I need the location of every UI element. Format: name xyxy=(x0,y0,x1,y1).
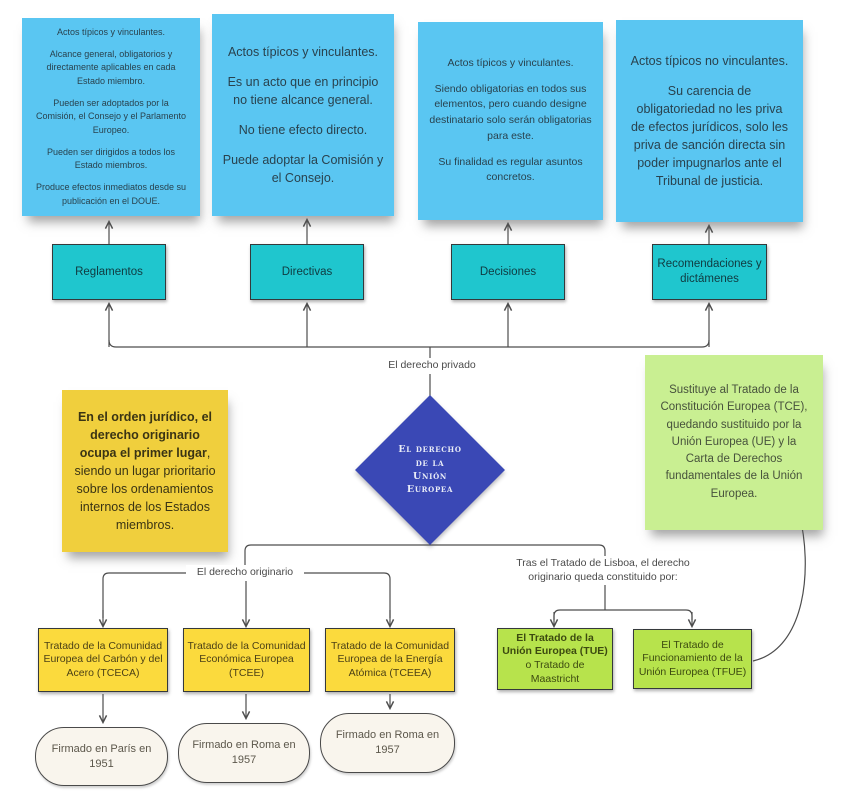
box-rest-text: o Tratado de Maastricht xyxy=(525,659,585,685)
box-label: Reglamentos xyxy=(75,265,143,278)
pill-label: Firmado en París en 1951 xyxy=(51,742,152,770)
box-reglamentos[interactable]: Reglamentos xyxy=(52,244,166,300)
note-paragraph: Pueden ser adoptados por la Comisión, el… xyxy=(35,97,187,135)
note-paragraph: Es un acto que en principio no tiene alc… xyxy=(227,74,379,107)
label-derecho-originario: El derecho originario xyxy=(186,565,304,581)
note-paragraph: Pueden ser dirigidos a todos los Estado … xyxy=(46,146,176,171)
box-decisiones[interactable]: Decisiones xyxy=(451,244,565,300)
note-paragraph: No tiene efecto directo. xyxy=(238,122,368,137)
pill-label: Firmado en Roma en 1957 xyxy=(192,739,296,766)
note-directivas[interactable]: Actos típicos y vinculantes. Es un acto … xyxy=(212,14,394,216)
note-paragraph: Su finalidad es regular asuntos concreto… xyxy=(438,155,583,184)
pill-firmado-paris-1951[interactable]: Firmado en París en 1951 xyxy=(35,727,168,786)
box-label: Tratado de la Comunidad Europea del Carb… xyxy=(43,639,163,679)
pill-firmado-roma-1957-b[interactable]: Firmado en Roma en 1957 xyxy=(320,713,455,773)
box-label: El Tratado de Funcionamiento de la Unión… xyxy=(637,639,748,680)
box-tfue[interactable]: El Tratado de Funcionamiento de la Unión… xyxy=(633,629,752,689)
diamond-derecho-ue[interactable]: El derecho de la Unión Europea xyxy=(355,395,505,545)
note-paragraph: Puede adoptar la Comisión y el Consejo. xyxy=(222,152,384,186)
box-label: Tratado de la Comunidad Económica Europe… xyxy=(187,639,306,679)
note-paragraph: Su carencia de obligatoriedad no les pri… xyxy=(630,83,789,189)
note-recomendaciones[interactable]: Actos típicos no vinculantes. Su carenci… xyxy=(616,20,803,222)
note-bold-text: En el orden jurídico, el derecho origina… xyxy=(77,409,213,460)
note-paragraph: Actos típicos y vinculantes. xyxy=(227,44,379,59)
label-derecho-privado: El derecho privado xyxy=(372,358,492,374)
pill-label: Firmado en Roma en 1957 xyxy=(335,729,440,756)
diamond-line: Unión xyxy=(413,471,447,482)
note-sustituye-tce[interactable]: Sustituye al Tratado de la Constitución … xyxy=(645,355,823,530)
diamond-text: El derecho de la Unión Europea xyxy=(355,395,505,545)
box-tue[interactable]: El Tratado de la Unión Europea (TUE) o T… xyxy=(497,628,613,690)
box-recomendaciones[interactable]: Recomendaciones y dictámenes xyxy=(652,244,767,300)
label-lisboa: Tras el Tratado de Lisboa, el derecho or… xyxy=(505,556,701,586)
note-paragraph: Sustituye al Tratado de la Constitución … xyxy=(660,384,808,500)
note-paragraph: Actos típicos no vinculantes. xyxy=(630,53,789,68)
box-bold-text: El Tratado de la Unión Europea (TUE) xyxy=(502,631,608,658)
pill-firmado-roma-1957-a[interactable]: Firmado en Roma en 1957 xyxy=(178,723,310,783)
note-orden-juridico[interactable]: En el orden jurídico, el derecho origina… xyxy=(62,390,228,552)
box-label: Directivas xyxy=(281,265,333,278)
lisboa-bus xyxy=(553,609,693,620)
box-rest-text: El Tratado de Funcionamiento de la Unión… xyxy=(638,638,747,678)
diamond-line: Europea xyxy=(406,484,454,496)
box-tcee[interactable]: Tratado de la Comunidad Económica Europe… xyxy=(183,628,310,692)
box-label: Tratado de la Comunidad Europea de la En… xyxy=(330,639,450,679)
note-paragraph: Actos típicos y vinculantes. xyxy=(56,26,166,37)
box-label: El Tratado de la Unión Europea (TUE) o T… xyxy=(501,632,609,687)
diamond-line: de la xyxy=(415,457,445,469)
note-rest-text: , siendo un lugar prioritario sobre los … xyxy=(74,445,216,533)
note-paragraph: Alcance general, obligatorios y directam… xyxy=(46,48,176,86)
box-directivas[interactable]: Directivas xyxy=(250,244,364,300)
box-tceca[interactable]: Tratado de la Comunidad Europea del Carb… xyxy=(38,628,168,692)
note-paragraph: Siendo obligatorias en todos sus element… xyxy=(429,82,592,142)
box-label: Recomendaciones y dictámenes xyxy=(657,258,762,285)
note-reglamentos[interactable]: Actos típicos y vinculantes. Alcance gen… xyxy=(22,18,200,216)
note-paragraph: Actos típicos y vinculantes. xyxy=(447,56,574,69)
box-tceea[interactable]: Tratado de la Comunidad Europea de la En… xyxy=(325,628,455,692)
note-paragraph: En el orden jurídico, el derecho origina… xyxy=(74,408,216,535)
diamond-line: El derecho xyxy=(398,444,462,456)
note-decisiones[interactable]: Actos típicos y vinculantes. Siendo obli… xyxy=(418,22,603,220)
derecho-privado-bus xyxy=(108,339,710,348)
note-paragraph: Produce efectos inmediatos desde su publ… xyxy=(35,182,187,206)
lower-bus xyxy=(244,544,606,610)
box-label: Decisiones xyxy=(479,265,537,278)
